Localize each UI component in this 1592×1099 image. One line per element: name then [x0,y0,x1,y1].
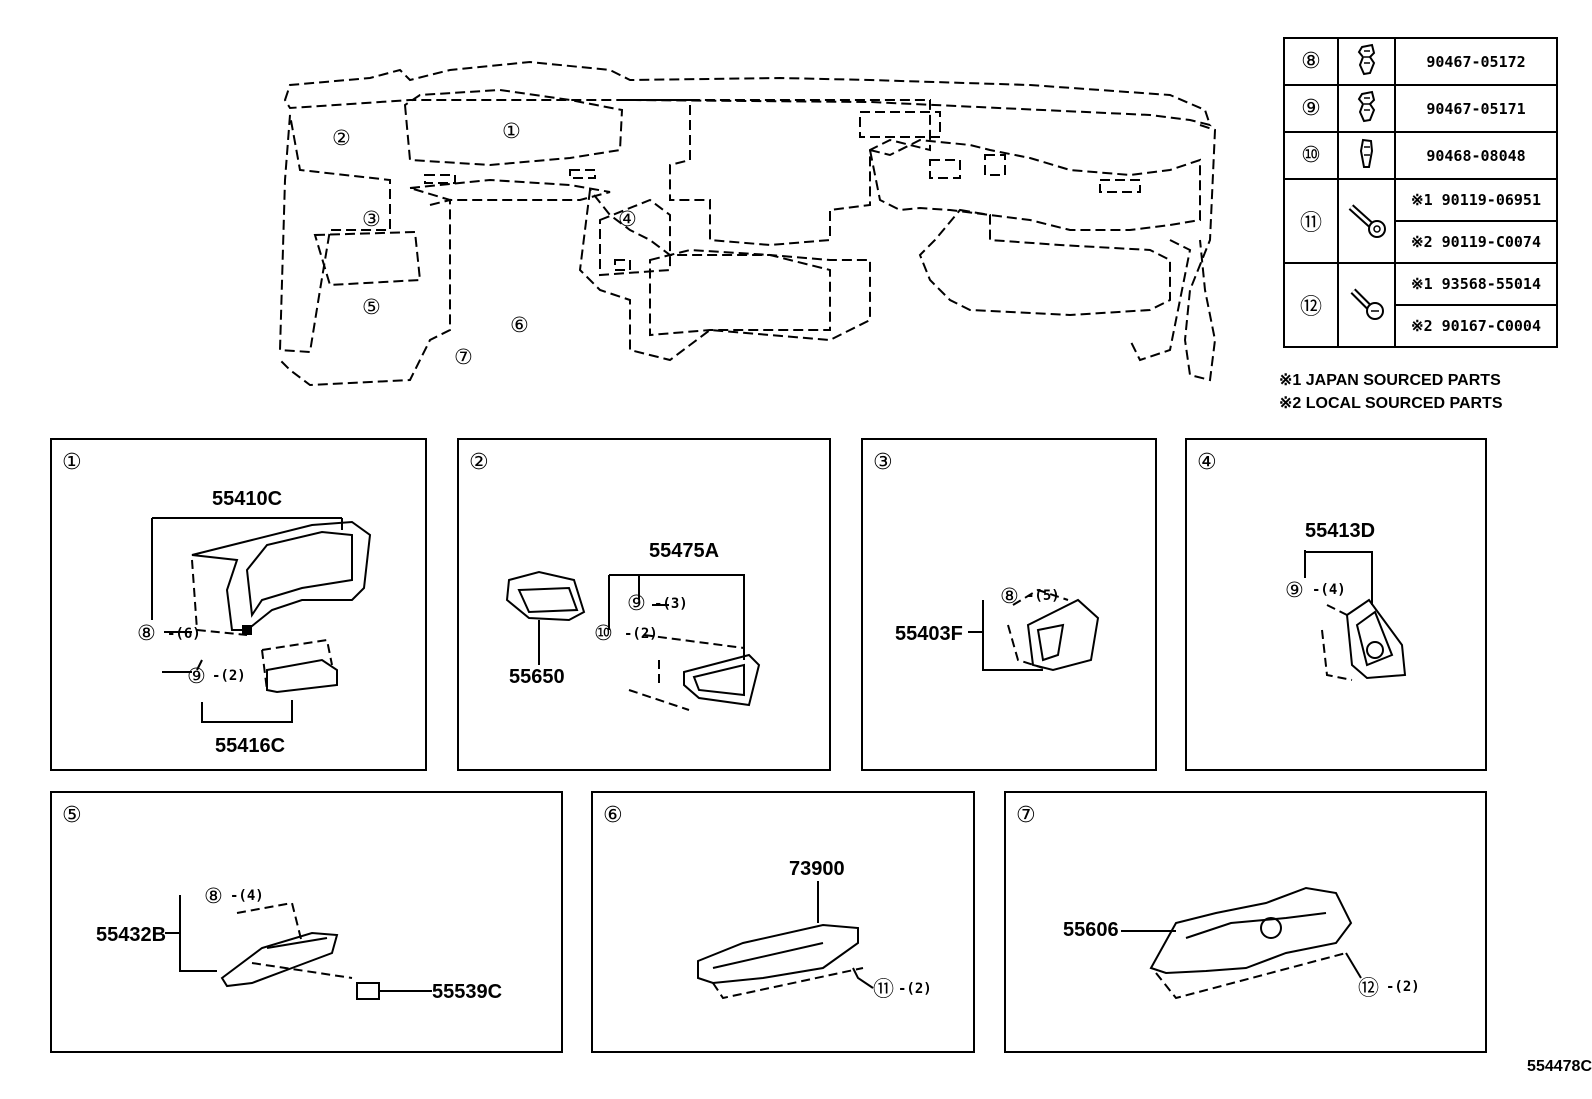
panel-number: ⑥ [603,803,623,828]
clip-icon [1337,37,1396,86]
legend-ref: ⑧ [1283,37,1339,86]
part-number-label: 73900 [789,858,845,880]
clip-icon [1337,131,1396,180]
clip-ref-label: ⑨ [187,664,206,688]
legend-part-number: 90468-08048 [1394,131,1558,180]
clip-qty-label: -(5) [1026,588,1060,604]
legend-row: ⑨ 90467-05171 [1283,84,1558,133]
overview-callout-1: ① [502,119,521,143]
legend-part-number: ※2 90119-C0074 [1394,220,1558,264]
panel-number: ⑤ [62,803,82,828]
clip-qty-label: -(4) [230,888,264,904]
clip-qty-label: -(2) [624,626,658,642]
part-number-label: 55403F [895,623,963,645]
part-number-label: 55416C [215,735,285,757]
part-number-label: 55432B [96,924,166,946]
panel-number: ③ [873,450,893,475]
legend-note-japan: ※1 JAPAN SOURCED PARTS [1279,372,1501,389]
part-number-label: 55475A [649,540,719,562]
clip-ref-label: ⑧ [204,884,223,908]
clip-ref-label: ⑧ [1000,584,1019,608]
legend-ref: ⑨ [1283,84,1339,133]
legend-note-local: ※2 LOCAL SOURCED PARTS [1279,395,1503,412]
part-number-label: 55606 [1063,919,1119,941]
clip-icon [1337,84,1396,133]
clip-qty-label: -(2) [898,981,932,997]
detail-panel-4: ④ 55413D ⑨ -(4) [1185,438,1487,771]
panel-number: ⑦ [1016,803,1036,828]
detail-panel-1: ① 55410C ⑧ -(6) ⑨ -(2) 55416C [50,438,427,771]
overview-callout-2: ② [332,126,351,150]
panel-number: ① [62,450,82,475]
clip-ref-label: ⑪ [873,977,894,1001]
clip-ref-label: ⑧ [137,621,156,645]
legend-ref: ⑪ [1283,178,1339,264]
clip-qty-label: -(2) [1386,979,1420,995]
legend-part-number: 90467-05172 [1394,37,1558,86]
legend-row: ⑩ 90468-08048 [1283,131,1558,180]
part-number-label: 55413D [1305,520,1375,542]
clip-ref-label: ⑨ [627,591,646,615]
overview-callout-5: ⑤ [362,295,381,319]
clip-ref-label: ⑫ [1358,976,1379,1000]
clip-ref-label: ⑨ [1285,578,1304,602]
legend-row: ※2 90167-C0004 [1284,304,1558,348]
legend-row: ⑫ ※1 93568-55014 [1283,262,1558,348]
legend-part-number: 90467-05171 [1394,84,1558,133]
dashboard-overview-diagram: ① ② ③ ④ ⑤ ⑥ ⑦ [278,60,1217,387]
panel-number: ② [469,450,489,475]
overview-callout-3: ③ [362,207,381,231]
detail-panel-5: ⑤ ⑧ -(4) 55432B 55539C [50,791,563,1053]
overview-callout-6: ⑥ [510,313,529,337]
overview-callout-7: ⑦ [454,345,473,369]
part-number-label: 55410C [212,488,282,510]
part-number-label: 55650 [509,666,565,688]
clip-qty-label: -(6) [167,626,201,642]
legend-row: ⑪ ※1 90119-06951 [1283,178,1558,264]
detail-panel-7: ⑦ 55606 ⑫ -(2) [1004,791,1487,1053]
overview-callout-4: ④ [618,207,637,231]
panel-number: ④ [1197,450,1217,475]
screw-icon [1337,262,1396,348]
legend-ref: ⑩ [1283,131,1339,180]
drawing-number: 554478C [1527,1058,1592,1075]
clip-qty-label: -(2) [212,668,246,684]
clip-ref-label: ⑩ [594,621,613,645]
fastener-legend-table: ⑧ 90467-05172 ⑨ 90467-05171 ⑩ 90468-0804… [1283,37,1558,348]
detail-panel-6: ⑥ 73900 ⑪ -(2) [591,791,975,1053]
detail-panel-3: ③ ⑧ -(5) 55403F [861,438,1157,771]
legend-part-number: ※1 93568-55014 [1394,262,1558,306]
screw-icon [1337,178,1396,264]
legend-ref: ⑫ [1283,262,1339,348]
legend-part-number: ※2 90167-C0004 [1394,304,1558,348]
clip-qty-label: -(3) [654,596,688,612]
clip-qty-label: -(4) [1312,582,1346,598]
legend-row: ⑧ 90467-05172 [1283,37,1558,86]
legend-row: ※2 90119-C0074 [1284,220,1558,264]
legend-part-number: ※1 90119-06951 [1394,178,1558,222]
part-number-label: 55539C [432,981,502,1003]
detail-panel-2: ② 55475A ⑨ -(3) ⑩ -(2) 55650 [457,438,831,771]
